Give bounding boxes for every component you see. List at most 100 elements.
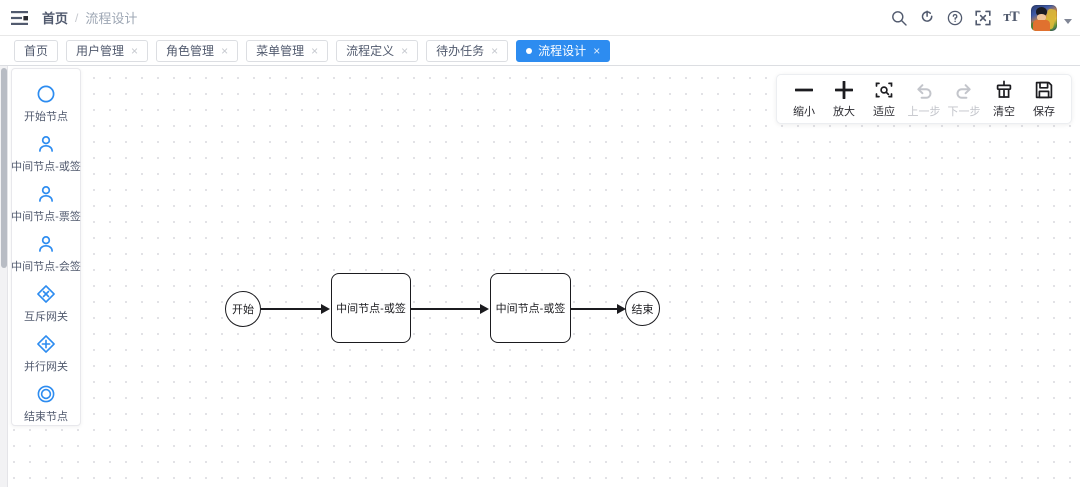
user-task-icon bbox=[36, 183, 56, 205]
tab-label: 流程设计 bbox=[538, 44, 587, 58]
toolbar-fit-screen-button[interactable]: 适应 bbox=[865, 76, 903, 122]
tab-close-icon[interactable]: × bbox=[131, 43, 139, 58]
palette-item-0[interactable]: 开始节点 bbox=[11, 83, 81, 124]
tab-5[interactable]: 待办任务 × bbox=[426, 39, 509, 62]
end-circle-icon bbox=[36, 383, 56, 405]
toolbar-zoom-in-button[interactable]: 放大 bbox=[825, 76, 863, 122]
palette-item-6[interactable]: 结束节点 bbox=[11, 383, 81, 424]
breadcrumb-home[interactable]: 首页 bbox=[42, 11, 69, 26]
tab-label: 首页 bbox=[24, 44, 49, 58]
palette-item-label: 结束节点 bbox=[24, 411, 68, 423]
node-palette: 开始节点中间节点-或签中间节点-票签中间节点-会签互斥网关并行网关结束节点 bbox=[11, 68, 81, 426]
flow-design-canvas[interactable]: 开始节点中间节点-或签中间节点-票签中间节点-会签互斥网关并行网关结束节点 缩小… bbox=[0, 66, 1080, 487]
flow-edge-task1-task2[interactable] bbox=[411, 308, 480, 310]
flow-node-label: 中间节点-或签 bbox=[336, 303, 406, 315]
parallel-gateway-icon bbox=[36, 333, 56, 355]
flow-node-start[interactable]: 开始 bbox=[225, 291, 261, 327]
flow-arrow-task1-task2 bbox=[480, 304, 489, 314]
clear-broom-icon bbox=[993, 79, 1015, 101]
font-size-glyph: тT bbox=[1003, 9, 1019, 25]
github-icon[interactable] bbox=[913, 0, 941, 36]
tab-label: 菜单管理 bbox=[256, 44, 305, 58]
tab-close-icon[interactable]: × bbox=[593, 43, 601, 58]
toolbar-item-label: 适应 bbox=[873, 106, 895, 118]
start-circle-icon bbox=[36, 83, 56, 105]
palette-item-label: 中间节点-或签 bbox=[11, 161, 81, 173]
tab-bar: 首页 用户管理 × 角色管理 × 菜单管理 × 流程定义 × 待办任务 × 流程设计 × bbox=[0, 36, 1080, 66]
tab-0[interactable]: 首页 bbox=[14, 39, 59, 62]
tab-2[interactable]: 角色管理 × bbox=[156, 39, 239, 62]
tab-close-icon[interactable]: × bbox=[311, 43, 319, 58]
flow-arrow-task2-end bbox=[617, 304, 626, 314]
font-size-icon[interactable]: тT bbox=[997, 0, 1025, 36]
palette-item-label: 互斥网关 bbox=[24, 311, 68, 323]
palette-item-1[interactable]: 中间节点-或签 bbox=[11, 133, 81, 174]
avatar-image bbox=[1031, 4, 1057, 31]
tab-close-icon[interactable]: × bbox=[401, 43, 409, 58]
flow-node-task2[interactable]: 中间节点-或签 bbox=[490, 273, 571, 343]
flow-node-label: 中间节点-或签 bbox=[495, 303, 566, 315]
flow-edge-task2-end[interactable] bbox=[571, 308, 617, 310]
undo-icon bbox=[913, 79, 935, 101]
avatar[interactable] bbox=[1031, 4, 1072, 31]
breadcrumb-current: 流程设计 bbox=[85, 11, 138, 26]
header-actions: тT bbox=[885, 0, 1080, 36]
save-floppy-icon bbox=[1033, 79, 1055, 101]
toolbar-item-label: 上一步 bbox=[907, 106, 941, 118]
fullscreen-icon[interactable] bbox=[969, 0, 997, 36]
tab-label: 待办任务 bbox=[436, 44, 485, 58]
flow-node-task1[interactable]: 中间节点-或签 bbox=[331, 273, 411, 343]
app-header: 首页 / 流程设计 bbox=[0, 0, 1080, 36]
canvas-scrollbar-thumb[interactable] bbox=[1, 68, 7, 268]
palette-item-2[interactable]: 中间节点-票签 bbox=[11, 183, 81, 224]
breadcrumb-separator: / bbox=[75, 10, 79, 25]
toolbar-item-label: 缩小 bbox=[793, 106, 815, 118]
toolbar-item-label: 放大 bbox=[833, 106, 855, 118]
palette-item-5[interactable]: 并行网关 bbox=[11, 333, 81, 374]
toolbar-item-label: 保存 bbox=[1033, 106, 1055, 118]
user-task-icon bbox=[36, 233, 56, 255]
palette-item-label: 开始节点 bbox=[24, 111, 68, 123]
help-circle-icon[interactable] bbox=[941, 0, 969, 36]
canvas-scrollbar[interactable] bbox=[0, 66, 8, 487]
toolbar-save-floppy-button[interactable]: 保存 bbox=[1025, 76, 1063, 122]
tab-label: 角色管理 bbox=[166, 44, 215, 58]
flow-node-end[interactable]: 结束 bbox=[625, 291, 660, 326]
tab-close-icon[interactable]: × bbox=[491, 43, 499, 58]
user-task-icon bbox=[36, 133, 56, 155]
palette-item-3[interactable]: 中间节点-会签 bbox=[11, 233, 81, 274]
palette-item-label: 中间节点-会签 bbox=[11, 261, 81, 273]
zoom-in-icon bbox=[833, 79, 855, 101]
tab-1[interactable]: 用户管理 × bbox=[66, 39, 149, 62]
toolbar-clear-broom-button[interactable]: 清空 bbox=[985, 76, 1023, 122]
redo-icon bbox=[953, 79, 975, 101]
menu-collapse-icon[interactable] bbox=[0, 0, 38, 36]
flow-arrow-start-task1 bbox=[321, 304, 330, 314]
canvas-toolbar: 缩小 放大 适应上一步下一步清空 保存 bbox=[776, 74, 1072, 124]
tab-4[interactable]: 流程定义 × bbox=[336, 39, 419, 62]
flow-edge-start-task1[interactable] bbox=[261, 308, 321, 310]
toolbar-item-label: 清空 bbox=[993, 106, 1015, 118]
tab-label: 流程定义 bbox=[346, 44, 395, 58]
tab-close-icon[interactable]: × bbox=[221, 43, 229, 58]
tab-active-dot-icon bbox=[526, 47, 533, 54]
exclusive-gateway-icon bbox=[36, 283, 56, 305]
search-icon[interactable] bbox=[885, 0, 913, 36]
flow-diagram: 开始 中间节点-或签 中间节点-或签 结束 bbox=[0, 66, 1080, 487]
palette-item-4[interactable]: 互斥网关 bbox=[11, 283, 81, 324]
toolbar-undo-button: 上一步 bbox=[905, 76, 943, 122]
tab-6[interactable]: 流程设计 × bbox=[516, 39, 611, 62]
tab-3[interactable]: 菜单管理 × bbox=[246, 39, 329, 62]
breadcrumb: 首页 / 流程设计 bbox=[42, 8, 137, 27]
zoom-out-icon bbox=[793, 79, 815, 101]
chevron-down-icon[interactable] bbox=[1064, 19, 1072, 24]
palette-item-label: 中间节点-票签 bbox=[11, 211, 81, 223]
flow-node-label: 结束 bbox=[631, 303, 654, 316]
palette-item-label: 并行网关 bbox=[24, 361, 68, 373]
tab-label: 用户管理 bbox=[76, 44, 125, 58]
toolbar-item-label: 下一步 bbox=[947, 106, 981, 118]
flow-node-label: 开始 bbox=[232, 304, 254, 316]
toolbar-zoom-out-button[interactable]: 缩小 bbox=[785, 76, 823, 122]
toolbar-redo-button: 下一步 bbox=[945, 76, 983, 122]
fit-screen-icon bbox=[873, 79, 895, 101]
